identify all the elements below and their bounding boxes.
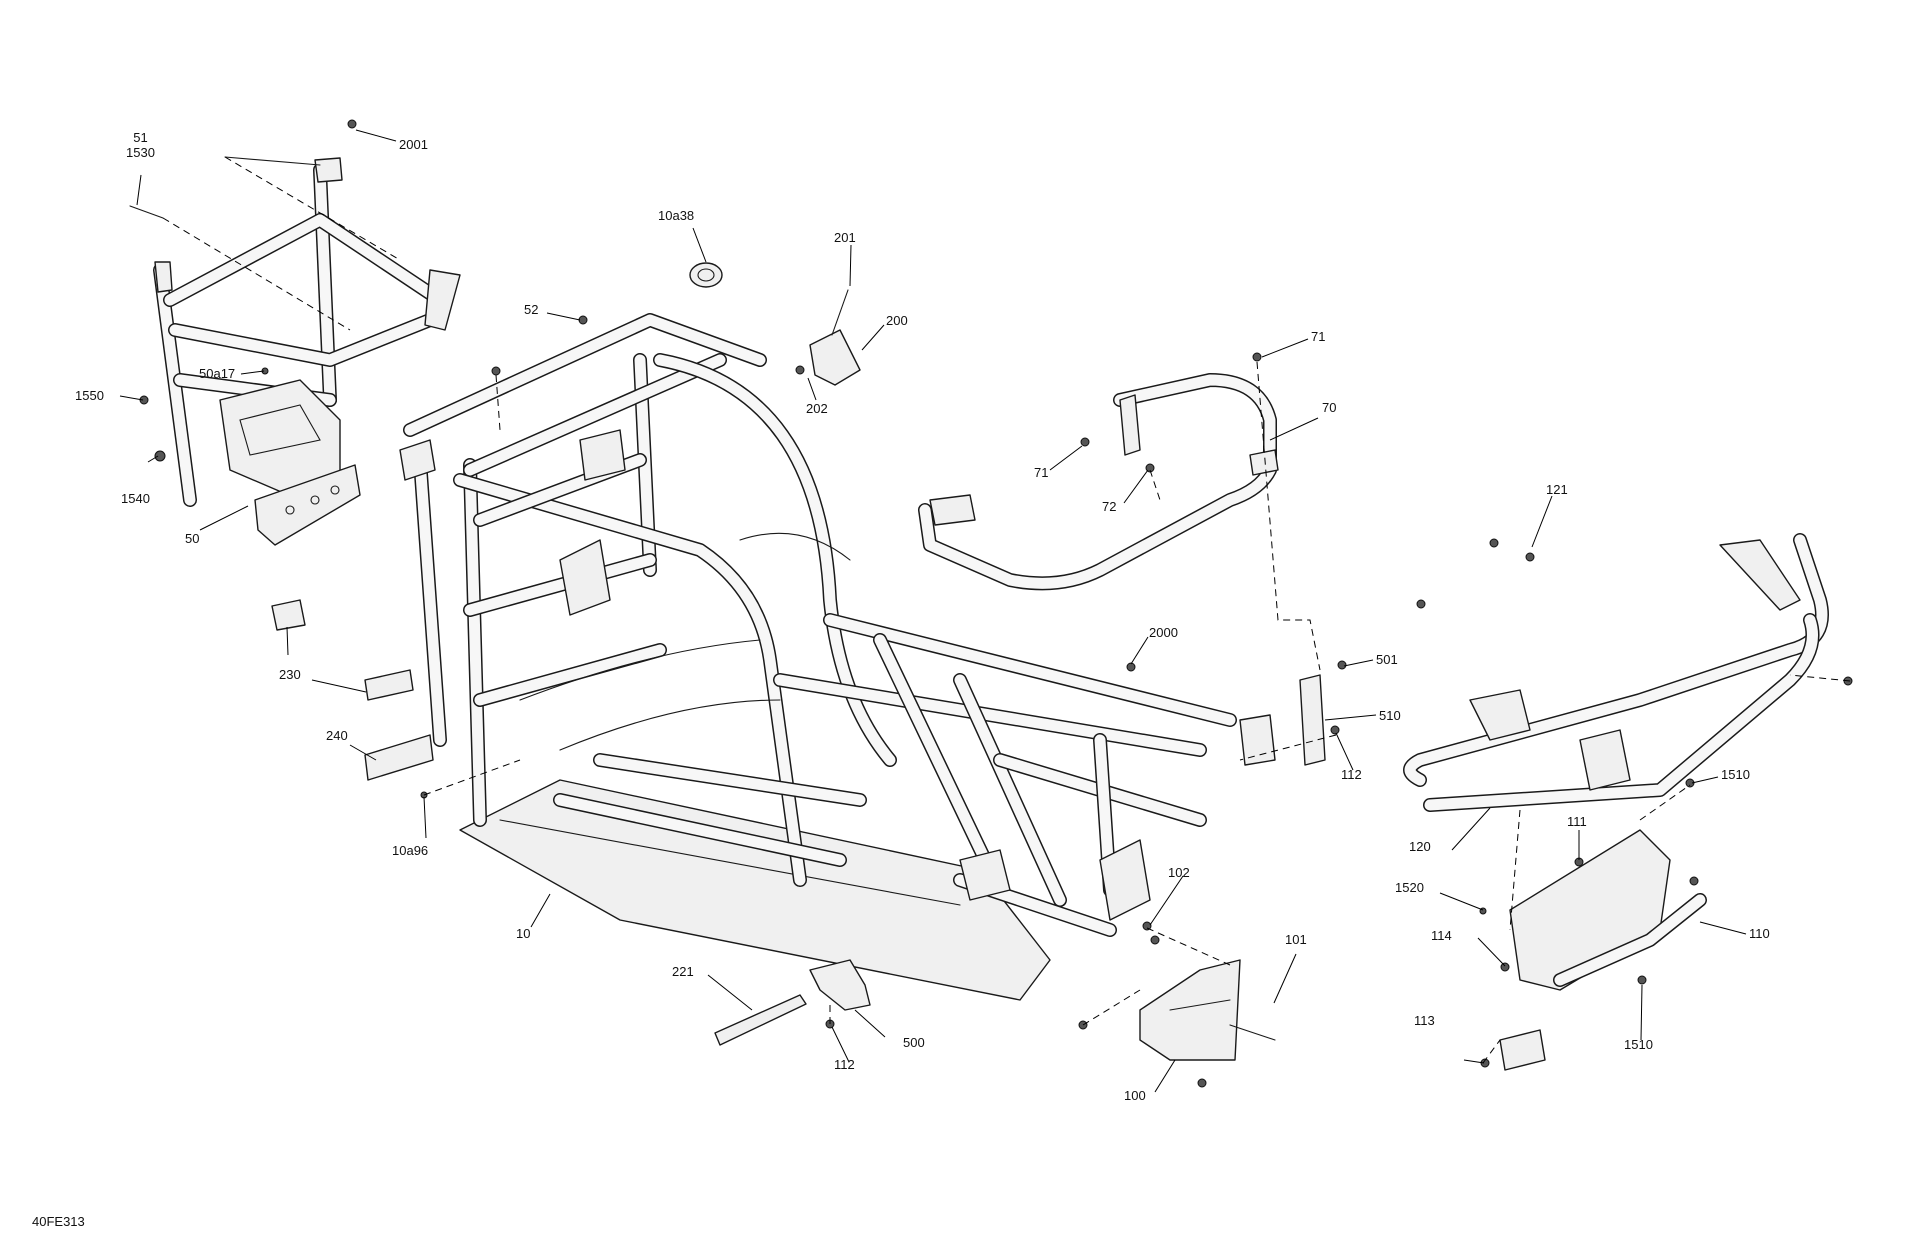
callout-72: 72 [1102, 499, 1117, 514]
plates-230-240 [271, 599, 434, 781]
callout-50: 50 [185, 531, 200, 546]
nut-52b-icon [491, 366, 501, 376]
callout-50a17: 50a17 [199, 366, 236, 381]
bolt-long-icon [224, 156, 321, 166]
callout-51-text: 51 [133, 130, 148, 145]
front-rack-support-part-50 [153, 157, 461, 546]
callout-1520: 1520 [1395, 880, 1424, 895]
callout-240: 240 [326, 728, 348, 743]
front-bumper-part-70 [918, 373, 1279, 591]
callout-10a96: 10a96 [392, 843, 429, 858]
bolt-2001-icon [347, 119, 357, 129]
callout-500: 500 [903, 1035, 925, 1050]
hitch-part-110 [1499, 829, 1707, 1071]
callout-1550: 1550 [75, 388, 104, 403]
callout-201: 201 [834, 230, 856, 245]
callout-2000: 2000 [1149, 625, 1178, 640]
callout-1530-text: 1530 [126, 145, 155, 160]
callout-71-top: 71 [1311, 329, 1326, 344]
nut-1510-bottom-icon [1637, 975, 1647, 985]
callout-52: 52 [524, 302, 539, 317]
callout-113: 113 [1414, 1013, 1435, 1028]
nut-2000-icon [1126, 662, 1136, 672]
callout-510: 510 [1379, 708, 1401, 723]
figure-code: 40FE313 [32, 1214, 85, 1229]
callout-10: 10 [516, 926, 531, 941]
callout-112-top: 112 [1341, 767, 1362, 782]
bolt-71-left-icon [1080, 437, 1090, 447]
rear-bumper-part-120 [1403, 533, 1829, 812]
leader-lines [119, 129, 1747, 1093]
grommet-10a38 [689, 262, 723, 288]
callout-230: 230 [279, 667, 301, 682]
nut-114-icon [1500, 962, 1510, 972]
plate-221 [714, 994, 807, 1046]
callout-71-left: 71 [1034, 465, 1049, 480]
nut-rear-icon [1416, 599, 1426, 609]
main-frame-part-10 [399, 313, 1276, 1001]
nut-110-icon [1689, 876, 1699, 886]
callout-202: 202 [806, 401, 828, 416]
bolt-51-icon [129, 205, 164, 219]
nut-52-icon [578, 315, 588, 325]
nut-1540-icon [154, 450, 166, 462]
callout-70: 70 [1322, 400, 1337, 415]
callout-110: 110 [1749, 926, 1770, 941]
bracket-500 [809, 959, 871, 1029]
callout-112-bottom: 112 [834, 1057, 855, 1072]
callout-1510-bottom: 1510 [1624, 1037, 1653, 1052]
callout-2001: 2001 [399, 137, 428, 152]
nut-1550-icon [139, 395, 149, 405]
bolt-71-top-icon [1252, 352, 1262, 362]
callout-120: 120 [1409, 839, 1431, 854]
bolt-121-icon [1489, 538, 1499, 548]
assembly-dash-lines [162, 156, 1851, 1064]
callout-102: 102 [1168, 865, 1190, 880]
callout-221: 221 [672, 964, 694, 979]
bracket-200 [795, 289, 861, 386]
callout-111: 111 [1567, 814, 1587, 829]
callout-10a38: 10a38 [658, 208, 695, 223]
bracket-510 [1299, 660, 1347, 766]
callout-200: 200 [886, 313, 908, 328]
nut-102-icon [1142, 921, 1152, 931]
callout-121: 121 [1546, 482, 1568, 497]
callout-51: 51 1530 [126, 130, 155, 160]
nut-121-icon [1525, 552, 1535, 562]
callout-114: 114 [1431, 928, 1452, 943]
callout-101: 101 [1285, 932, 1307, 947]
callout-100: 100 [1124, 1088, 1146, 1103]
skid-bracket-part-100 [1139, 935, 1276, 1088]
callout-1510-top: 1510 [1721, 767, 1750, 782]
callout-501: 501 [1376, 652, 1398, 667]
callout-1540: 1540 [121, 491, 150, 506]
